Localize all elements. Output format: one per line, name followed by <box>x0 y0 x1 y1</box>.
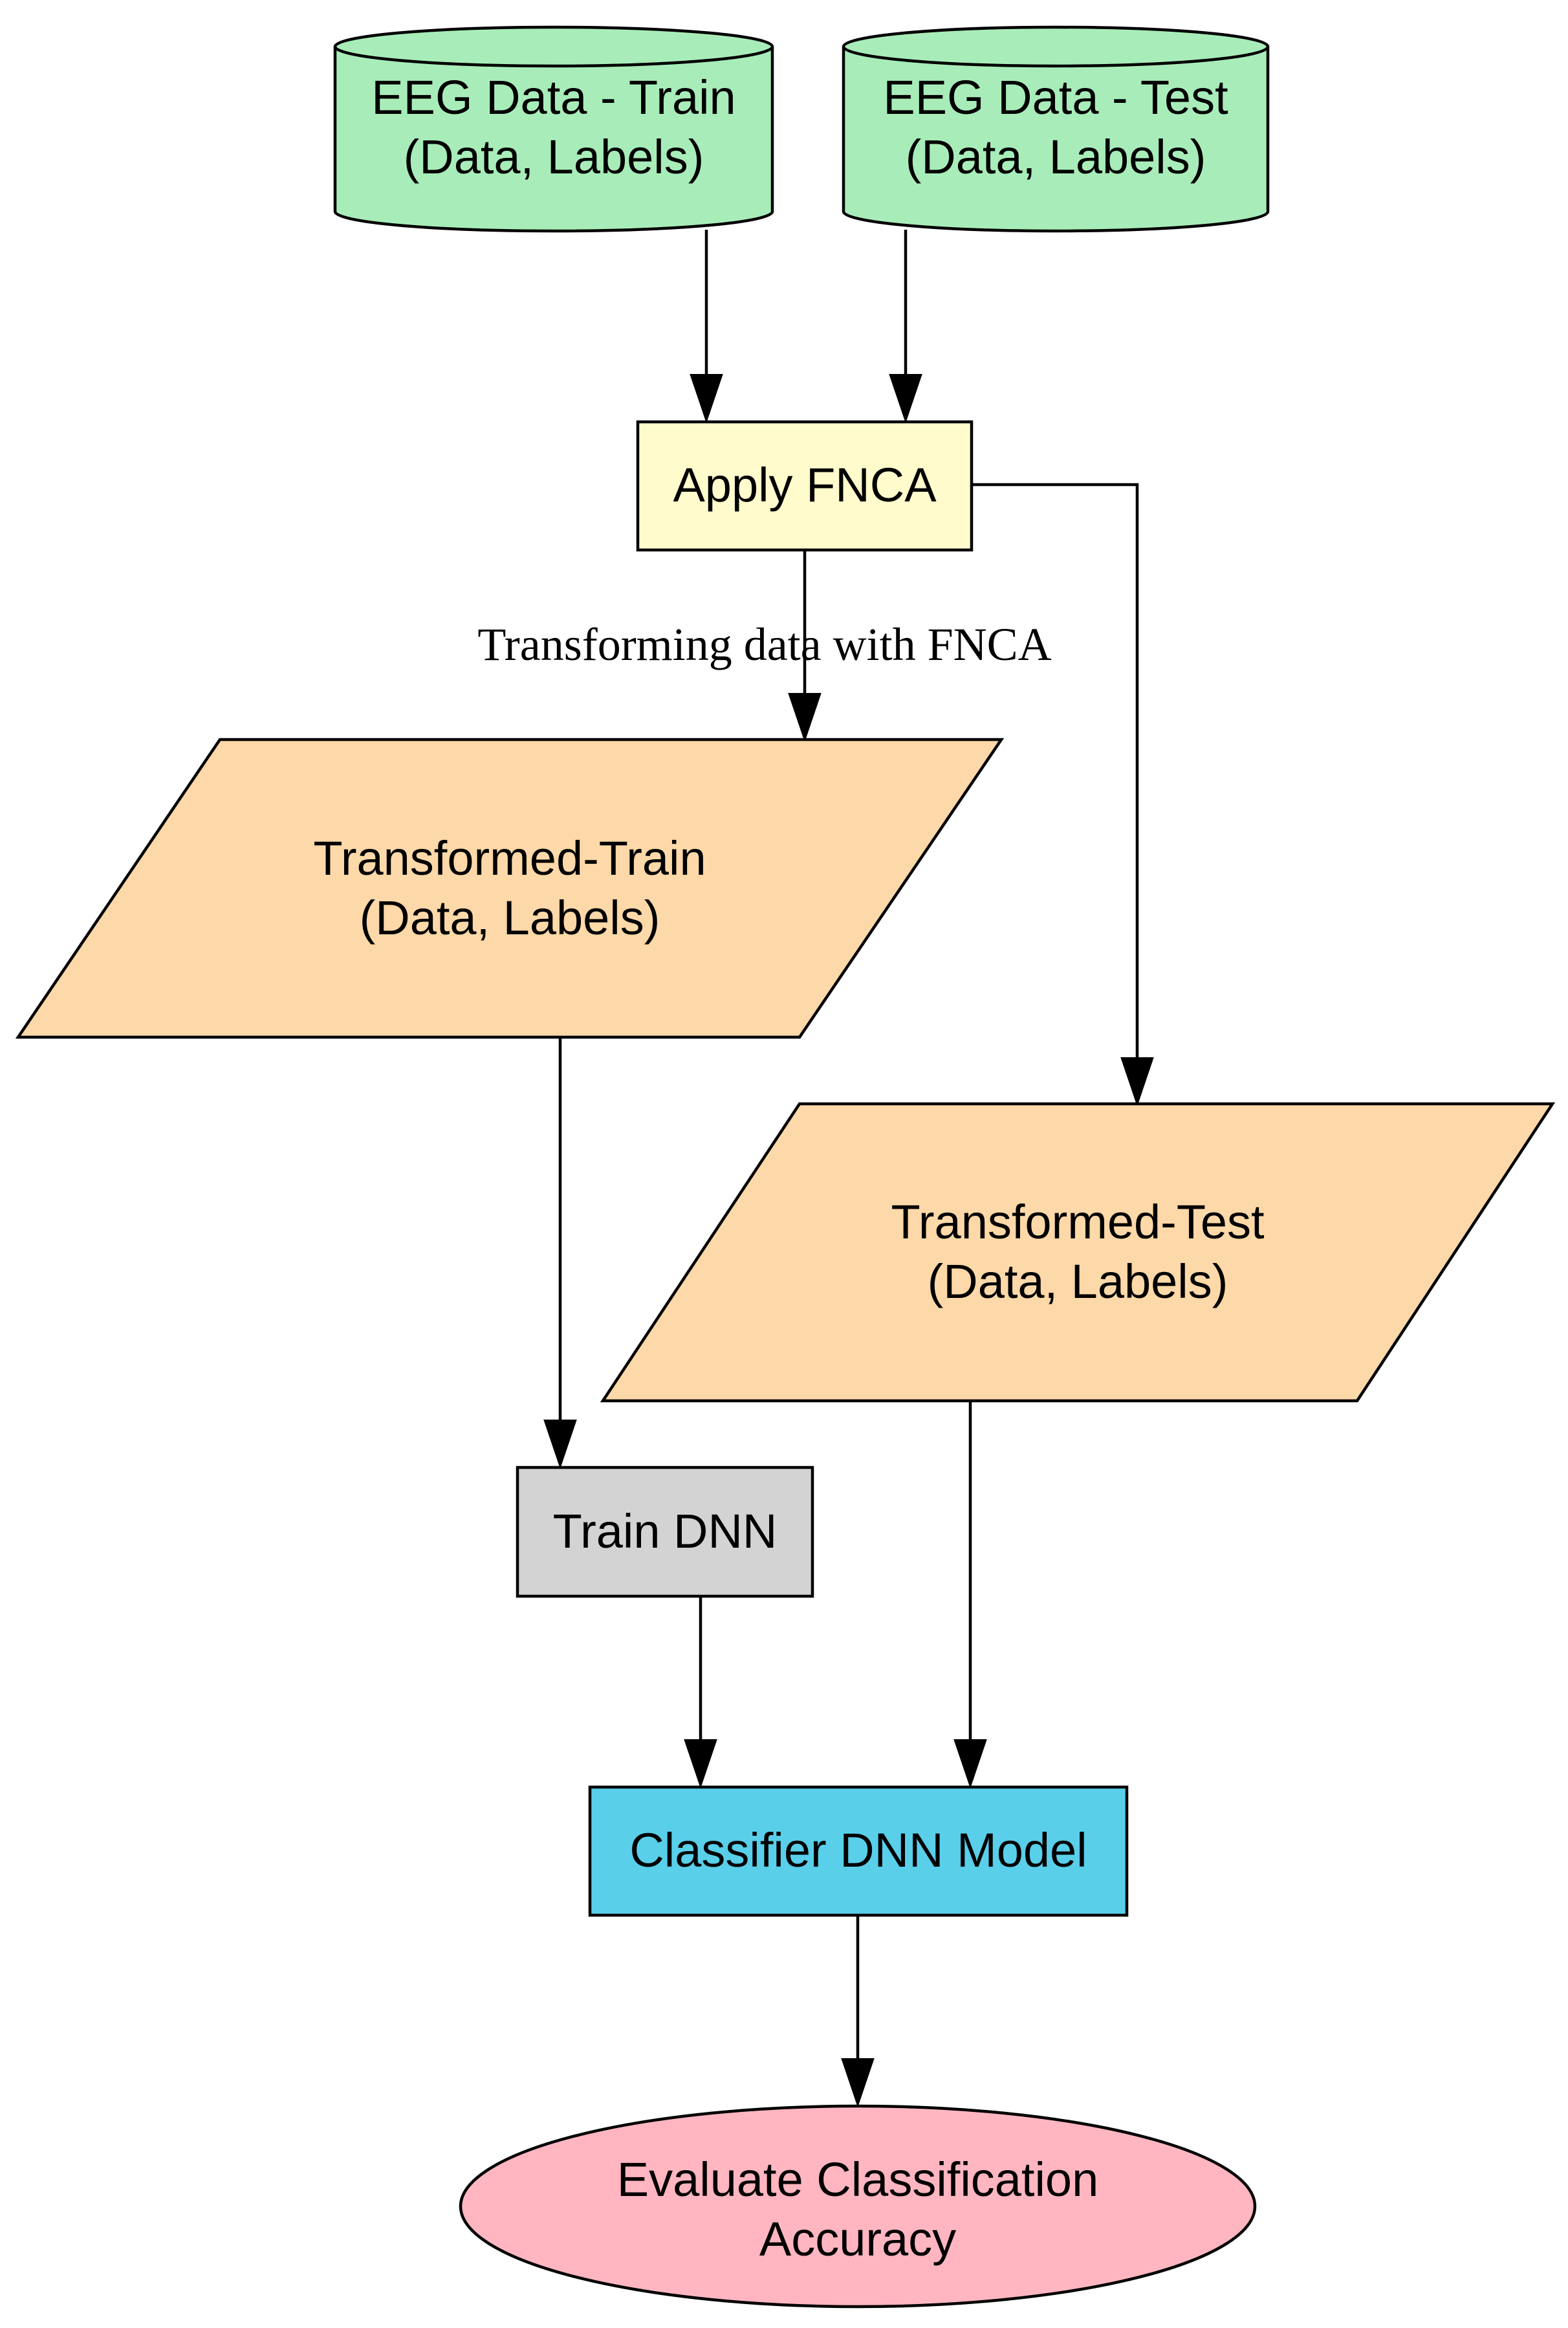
node-classifier-dnn-model: Classifier DNN Model <box>588 1785 1129 1917</box>
node-eeg-data-test: EEG Data - Test (Data, Labels) <box>842 25 1270 233</box>
edge-transformed-test-to-classifier <box>953 1401 987 1789</box>
database-cylinder-icon <box>842 25 1270 233</box>
node-train-dnn-label: Train DNN <box>553 1504 778 1558</box>
edge-classifier-to-evaluate <box>841 1915 875 2108</box>
database-cylinder-icon <box>333 25 774 233</box>
edge-fnca-to-transformed-test <box>972 483 1154 1107</box>
edges <box>543 230 1154 2108</box>
node-evaluate-accuracy: Evaluate Classification Accuracy <box>459 2104 1257 2309</box>
node-train-dnn: Train DNN <box>516 1466 814 1598</box>
node-apply-fnca: Apply FNCA <box>636 420 974 552</box>
node-eeg-train-subtitle: (Data, Labels) <box>404 130 704 184</box>
node-apply-fnca-label: Apply FNCA <box>673 458 937 512</box>
node-evaluate-title: Evaluate Classification <box>617 2153 1098 2206</box>
node-eeg-test-subtitle: (Data, Labels) <box>906 130 1206 184</box>
node-eeg-train-title: EEG Data - Train <box>371 71 735 124</box>
node-transformed-train-subtitle: (Data, Labels) <box>360 891 660 945</box>
edge-eeg-test-to-fnca <box>889 230 922 424</box>
node-transformed-train-title: Transformed-Train <box>313 831 706 885</box>
edge-train-dnn-to-classifier <box>684 1596 717 1789</box>
edge-fnca-to-transformed-train <box>788 550 822 743</box>
node-transformed-test-title: Transformed-Test <box>891 1195 1265 1249</box>
edge-eeg-train-to-fnca <box>690 230 723 424</box>
node-evaluate-subtitle: Accuracy <box>759 2212 956 2266</box>
node-classifier-label: Classifier DNN Model <box>629 1823 1087 1877</box>
node-transformed-test-subtitle: (Data, Labels) <box>928 1255 1228 1308</box>
edge-transformed-train-to-train-dnn <box>543 1037 577 1469</box>
edge-label-transforming: Transforming data with FNCA <box>477 619 1051 670</box>
node-eeg-data-train: EEG Data - Train (Data, Labels) <box>333 25 774 233</box>
node-transformed-train: Transformed-Train (Data, Labels) <box>15 738 1005 1039</box>
node-eeg-test-title: EEG Data - Test <box>883 71 1228 124</box>
node-transformed-test: Transformed-Test (Data, Labels) <box>600 1102 1556 1403</box>
